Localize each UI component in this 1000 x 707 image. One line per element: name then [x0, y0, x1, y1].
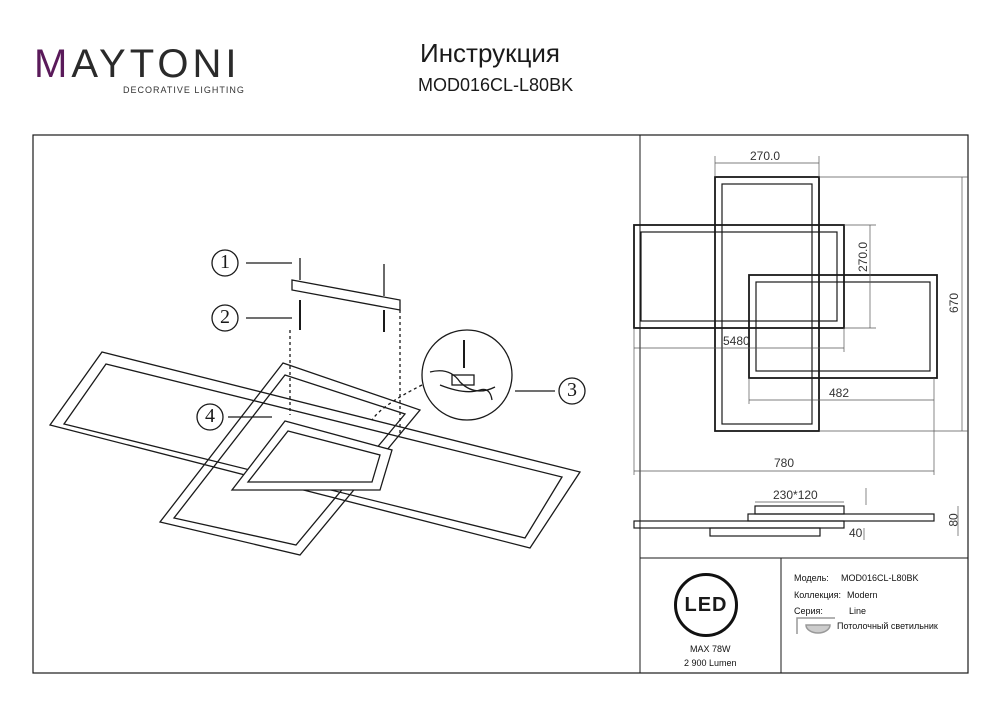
collection-value: Modern: [847, 590, 878, 600]
dim-rect-height: 270.0: [856, 241, 871, 273]
brand-logo: MAYTONI: [34, 42, 241, 86]
small-frame-inner: [246, 430, 381, 483]
plan-tall-rect: [714, 176, 820, 432]
dim-total-width: 780: [774, 456, 795, 470]
collection-label: Коллекция:: [794, 590, 842, 600]
brand-name-rest: AYTONI: [71, 42, 241, 86]
page-title: Инструкция: [420, 38, 560, 68]
tall-frame-outer: [158, 362, 422, 556]
brand-tagline: DECORATIVE LIGHTING: [123, 85, 245, 95]
series-value: Line: [849, 606, 867, 616]
dim-depth: 80: [946, 513, 961, 527]
dim-mount-plate: 230*120: [773, 488, 818, 502]
detail-leader: [371, 384, 423, 421]
dim-right-width: 482: [829, 386, 850, 400]
power-rating: MAX 78W: [690, 644, 731, 654]
dim-total-height: 670: [947, 292, 962, 314]
long-frame-inner: [62, 363, 564, 539]
callout-circle-2: [211, 304, 239, 332]
long-frame-outer: [48, 351, 582, 549]
small-frame-outer: [230, 420, 393, 491]
callout-3: 3: [567, 379, 577, 401]
led-badge: LED: [674, 573, 738, 637]
type-value: Потолочный светильник: [837, 621, 938, 631]
dim-rect-width: 5480: [723, 334, 750, 348]
model-label: Модель:: [794, 573, 829, 583]
callout-2: 2: [220, 306, 230, 328]
ceiling-lamp-icon: [796, 617, 835, 634]
lumen-rating: 2 900 Lumen: [684, 658, 737, 668]
plan-right-rect: [748, 274, 938, 379]
callout-4: 4: [205, 405, 215, 427]
wire-2: [439, 384, 493, 401]
installation-illustration: [48, 249, 586, 556]
tall-frame-inner: [172, 374, 407, 546]
model-number: MOD016CL-L80BK: [418, 75, 574, 95]
model-value: MOD016CL-L80BK: [841, 573, 919, 583]
dimension-drawing: [633, 176, 938, 432]
dimension-lines: [633, 156, 968, 540]
plan-left-rect: [633, 224, 845, 329]
terminal-block: [451, 374, 475, 386]
series-label: Серия:: [794, 606, 823, 616]
callout-circle-1: [211, 249, 239, 277]
dim-top-width: 270.0: [750, 149, 781, 163]
wiring-detail-circle: [421, 329, 513, 421]
callout-1: 1: [220, 251, 230, 273]
dim-offset: 40: [849, 526, 863, 540]
side-view: [633, 505, 935, 537]
sheet-border: [32, 134, 969, 674]
wire-1: [429, 370, 496, 392]
callout-circle-3: [558, 377, 586, 405]
callout-circle-4: [196, 403, 224, 431]
